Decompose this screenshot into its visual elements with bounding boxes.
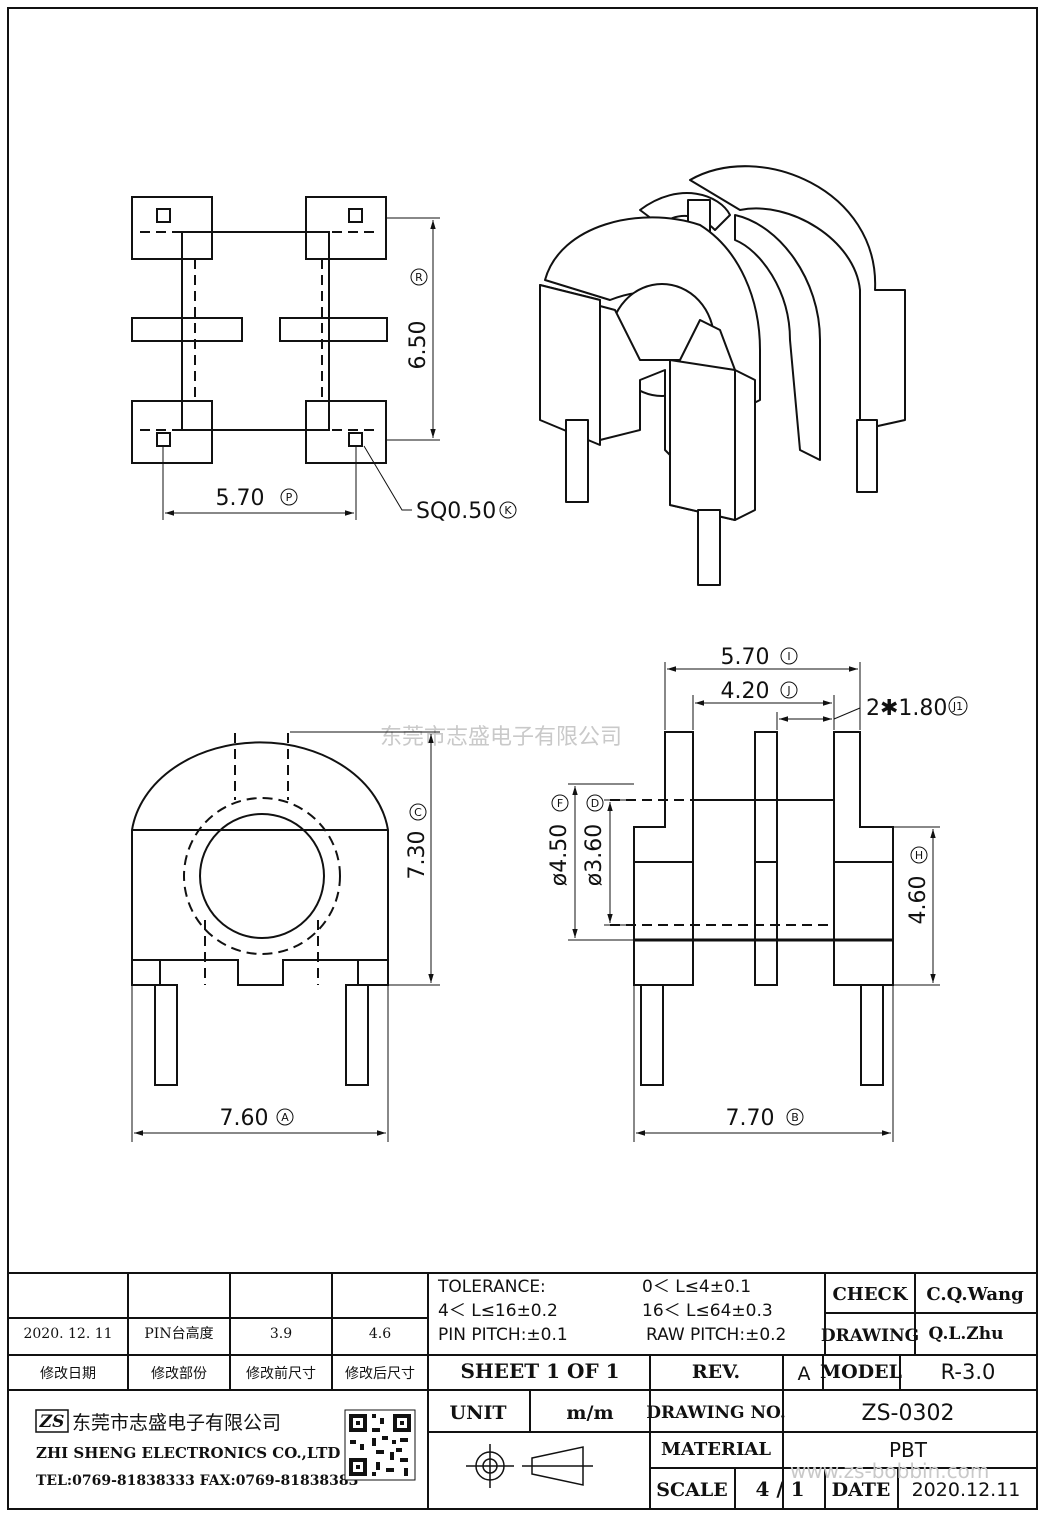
model-value: R-3.0 [941,1360,996,1384]
tolerance-l1: 0＜ L≤4±0.1 [642,1277,751,1297]
company-name-en: ZHI SHENG ELECTRONICS CO.,LTD [36,1444,340,1462]
rev-header-date: 修改日期 [40,1366,96,1382]
side-width-dim: 7.60 [220,1106,269,1131]
top-width-dim: 5.70 [216,486,265,511]
front-view-labels: 5.70 I 4.20 J 2✱1.80 J1 ø4.50 F ø3.60 D … [547,645,968,1131]
scale-value: 4 / 1 [755,1477,804,1501]
pin-size-label: SQ0.50 [416,499,496,524]
projection-symbol [466,1444,593,1488]
check-value: C.Q.Wang [926,1284,1024,1305]
drawing-no-value: ZS-0302 [862,1401,955,1426]
tolerance-raw-pitch: RAW PITCH:±0.2 [646,1325,786,1345]
rev-value: A [798,1363,811,1385]
rev-part: PIN台高度 [144,1325,213,1342]
dia-inner-dim: ø3.60 [582,824,607,886]
drawing-value: Q.L.Zhu [929,1324,1004,1344]
front-inner-dim: 4.20 [721,679,770,704]
dia-inner-tag: D [591,797,599,810]
side-view [131,731,440,1142]
pin-span-dim: 7.70 [726,1106,775,1131]
front-overall-tag: I [787,650,790,663]
model-label: MODEL [820,1361,902,1383]
drawing-no-label: DRAWING NO. [646,1403,786,1423]
top-width-tag: P [286,491,293,504]
side-view-labels: 7.60 A 7.30 C [220,803,430,1131]
rev-header-before: 修改前尺寸 [246,1365,316,1382]
sheet-label: SHEET 1 OF 1 [460,1359,619,1383]
date-value: 2020.12.11 [912,1479,1021,1501]
tolerance-l2: 4＜ L≤16±0.2 [438,1301,558,1321]
sheet-border [7,7,1038,1510]
title-block-grid [8,1272,1037,1509]
rev-date: 2020. 12. 11 [23,1326,112,1342]
company-name-cn: 东莞市志盛电子有限公司 [72,1412,281,1434]
dia-outer-dim: ø4.50 [547,824,572,886]
material-label: MATERIAL [661,1439,771,1460]
pin-span-tag: B [791,1111,799,1124]
company-logo: ZS [35,1409,69,1433]
isometric-view [539,165,906,586]
tolerance-pin-pitch: PIN PITCH:±0.1 [438,1325,568,1345]
logo-text: ZS [39,1412,65,1432]
website-watermark: www.zs-bobbin.com [790,1459,989,1483]
front-overall-dim: 5.70 [721,645,770,670]
drawing-label: DRAWING [821,1326,919,1346]
dia-outer-tag: F [557,797,563,810]
front-view [568,662,940,1142]
side-height-dim: 7.30 [405,831,430,880]
watermark-company: 东莞市志盛电子有限公司 [380,725,622,750]
check-label: CHECK [832,1284,908,1305]
tolerance-l3: 16＜ L≤64±0.3 [642,1301,773,1321]
front-inner-tag: J [786,684,790,697]
scale-label: SCALE [656,1479,727,1501]
top-height-dim: 6.50 [406,321,431,370]
rev-before: 3.9 [270,1326,292,1342]
rev-header-after: 修改后尺寸 [345,1366,415,1382]
rev-after: 4.6 [369,1326,391,1342]
unit-value: m/m [566,1402,613,1424]
side-width-tag: A [281,1111,289,1124]
top-view [131,196,440,520]
qr-code-image [344,1409,416,1481]
pin-size-tag: K [504,504,512,517]
rev-label: REV. [692,1361,740,1383]
company-contact: TEL:0769-81838333 FAX:0769-81838383 [36,1473,358,1489]
tolerance-title: TOLERANCE: [437,1277,546,1297]
front-flange-tag: J1 [952,700,963,713]
front-height-dim: 4.60 [906,876,931,925]
front-flange-dim: 2✱1.80 [866,696,947,721]
material-value: PBT [889,1438,928,1462]
side-height-tag: C [414,806,422,819]
date-label: DATE [832,1479,891,1501]
top-height-tag: R [415,271,423,284]
top-view-labels: 6.50 R 5.70 P SQ0.50 K [216,268,517,524]
unit-label: UNIT [450,1402,507,1424]
rev-header-part: 修改部份 [151,1366,207,1382]
front-height-tag: H [915,849,923,862]
